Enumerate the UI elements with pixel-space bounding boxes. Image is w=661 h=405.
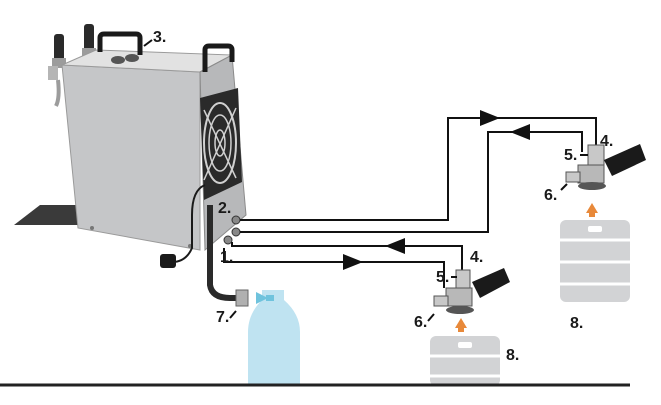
label-6-lower: 6. (414, 314, 427, 331)
label-6-upper: 6. (544, 187, 557, 204)
label-7: 7. (216, 309, 229, 326)
label-3: 3. (153, 29, 166, 46)
coupler-icon (433, 268, 510, 314)
label-4-lower: 4. (470, 249, 483, 266)
fan-grille-icon (200, 88, 242, 200)
pointer-arrow (143, 39, 588, 322)
control-knob (111, 54, 139, 64)
label-5-lower: 5. (436, 269, 449, 286)
connection-ports (223, 215, 241, 245)
beer-line-upper (240, 117, 597, 233)
coupler-icon (565, 144, 646, 190)
label-4-upper: 4. (600, 133, 613, 150)
carry-handle (97, 31, 235, 72)
flow-arrow-icon (343, 110, 530, 270)
keg-icon (430, 336, 500, 386)
label-5-upper: 5. (564, 147, 577, 164)
label-8-upper: 8. (570, 315, 583, 332)
co2-arrow-icon (455, 203, 598, 332)
power-cord (160, 184, 206, 268)
water-bottle-icon (248, 290, 300, 386)
keg-icon (560, 220, 630, 302)
label-8-lower: 8. (506, 347, 519, 364)
drip-tray (14, 205, 78, 225)
label-1: 1. (220, 249, 233, 266)
beer-line-lower (223, 242, 463, 288)
label-2: 2. (218, 200, 231, 217)
water-hose (207, 205, 249, 307)
beer-tap-icon (48, 34, 66, 107)
